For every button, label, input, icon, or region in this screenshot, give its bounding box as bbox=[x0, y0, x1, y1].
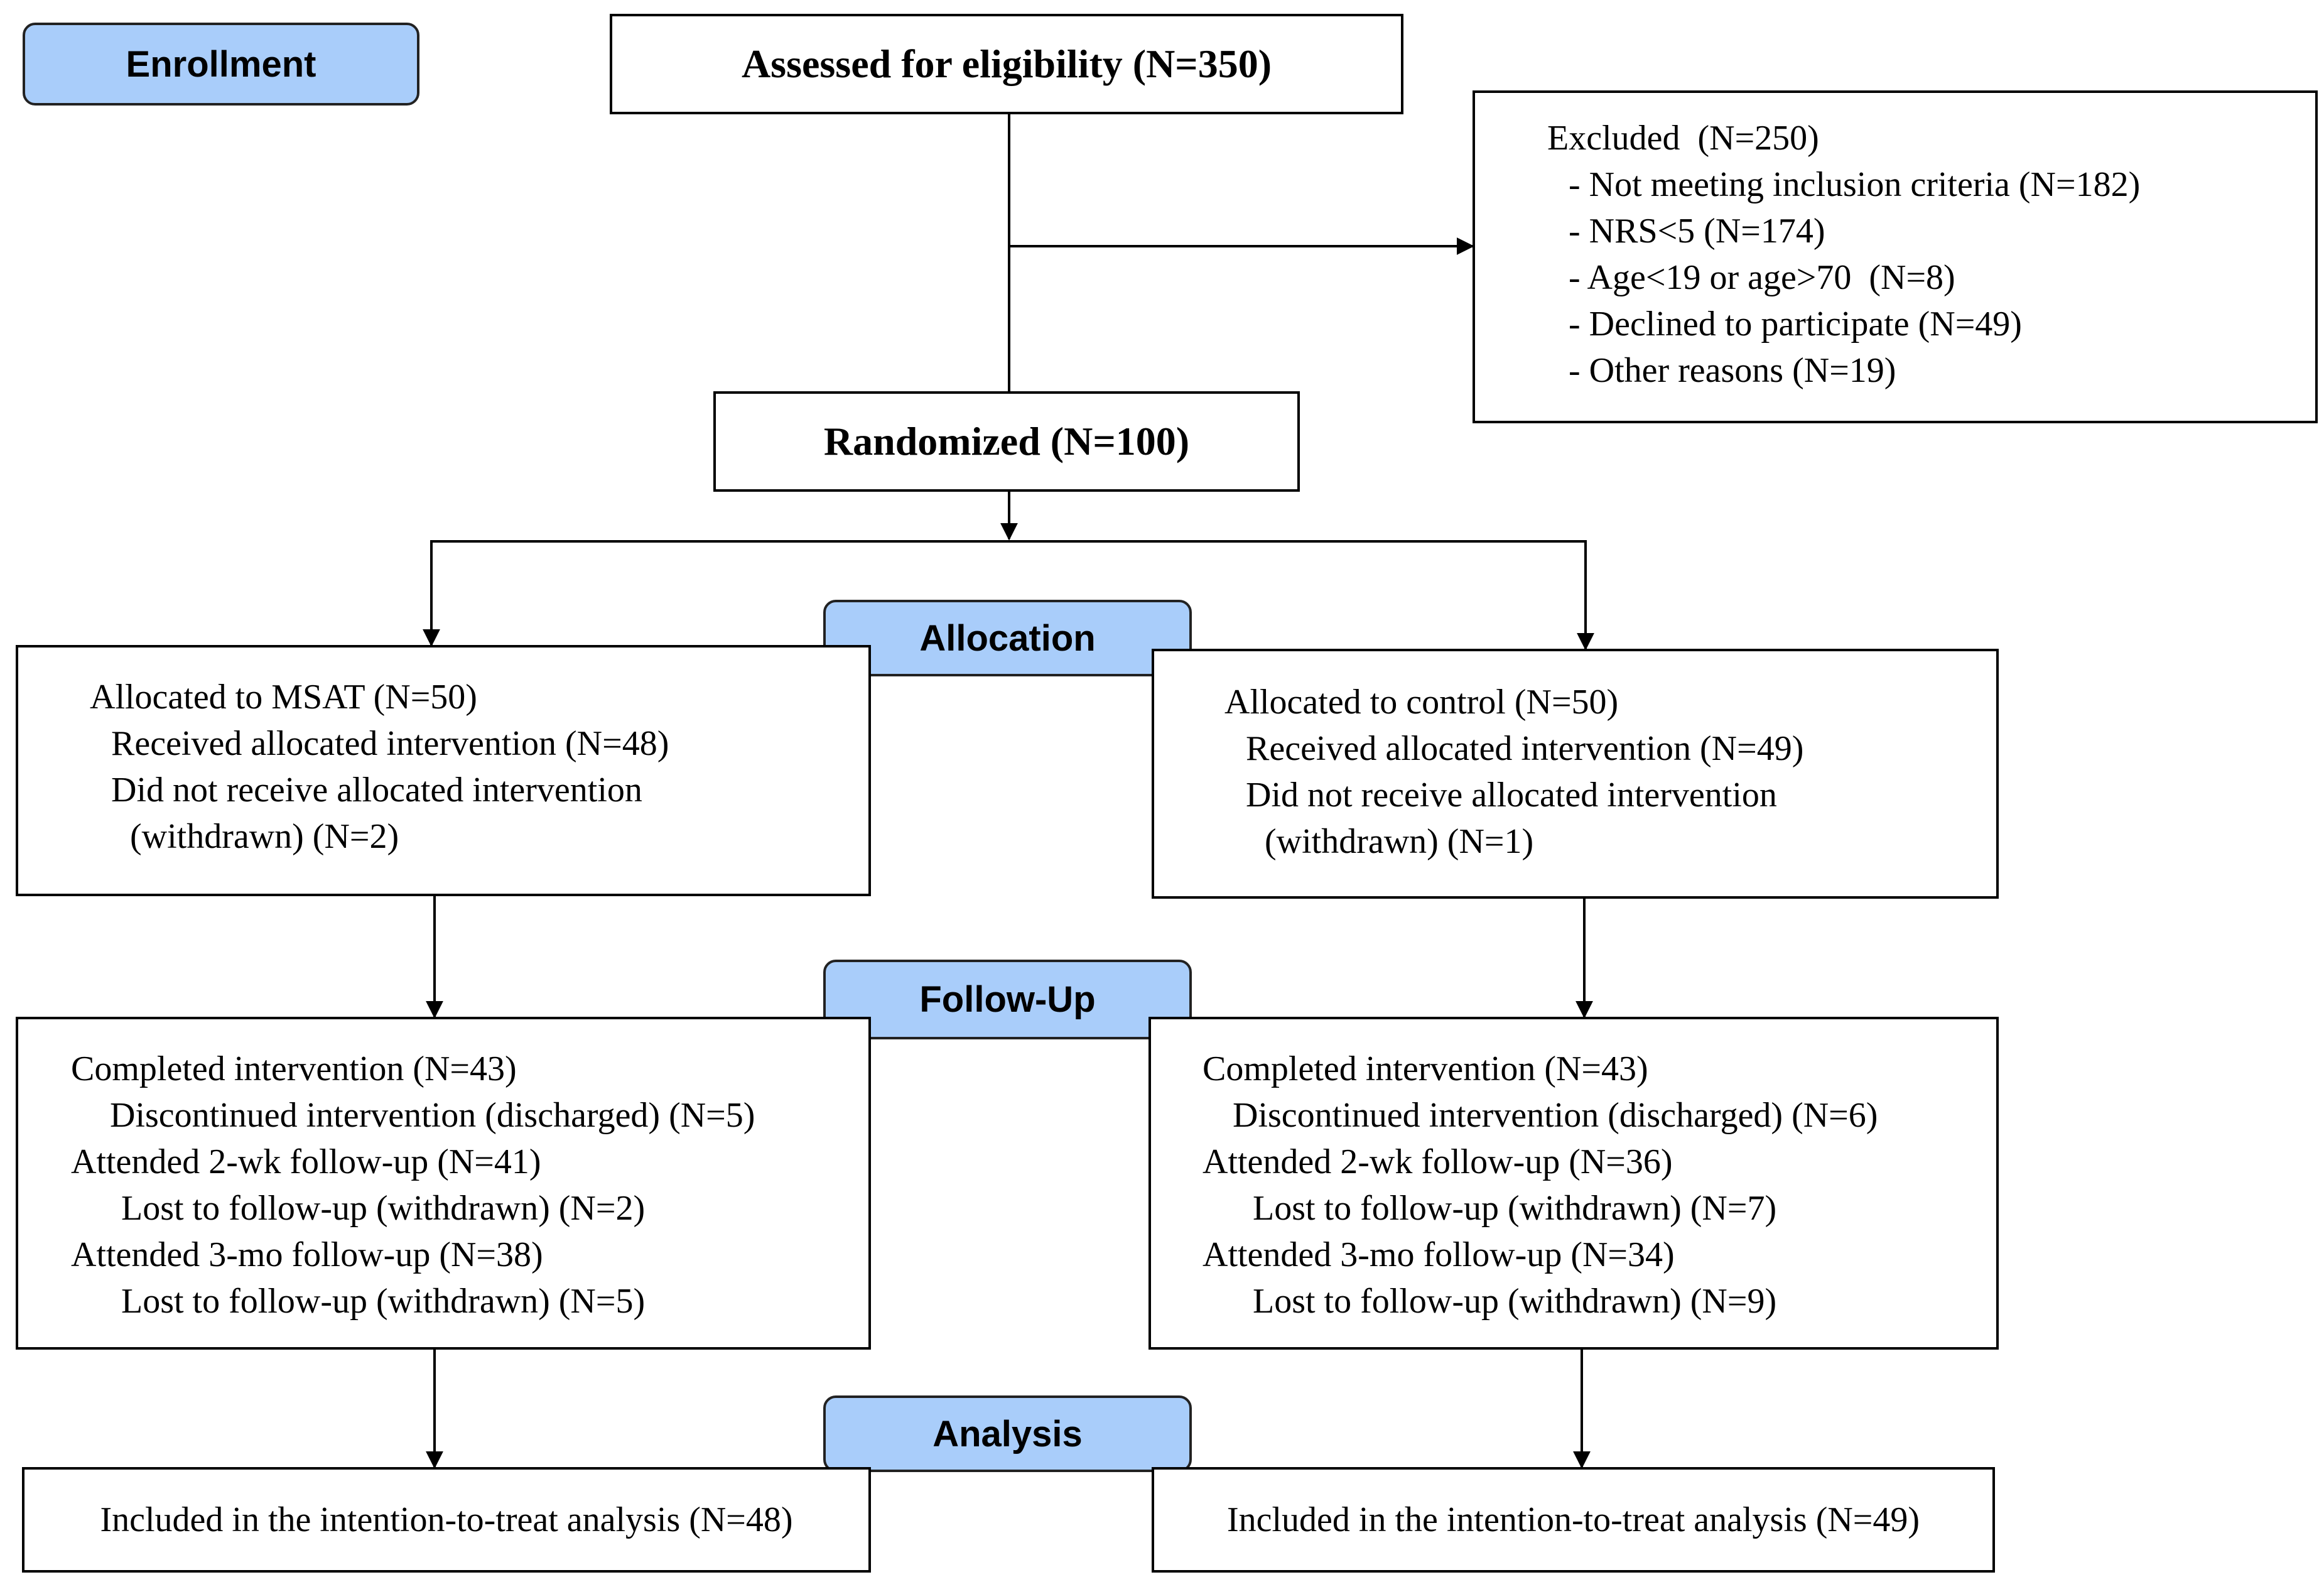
analysis-control-text: Included in the intention-to-treat analy… bbox=[1226, 1500, 1920, 1539]
stage-label-analysis: Analysis bbox=[823, 1395, 1192, 1472]
allocation-msat-box: Allocated to MSAT (N=50) Received alloca… bbox=[16, 645, 871, 896]
assessed-text: Assessed for eligibility (N=350) bbox=[741, 41, 1272, 86]
followup-control-attended-2wk: Attended 2-wk follow-up (N=36) bbox=[1203, 1142, 1673, 1181]
excluded-title: Excluded (N=250) bbox=[1547, 119, 1819, 158]
analysis-control-box: Included in the intention-to-treat analy… bbox=[1152, 1467, 1995, 1573]
randomized-text: Randomized (N=100) bbox=[823, 419, 1190, 463]
followup-msat-lost-2wk: Lost to follow-up (withdrawn) (N=2) bbox=[121, 1189, 646, 1228]
connector-split-right bbox=[1009, 540, 1594, 651]
assessed-box: Assessed for eligibility (N=350) bbox=[610, 14, 1403, 114]
allocation-control-title: Allocated to control (N=50) bbox=[1224, 683, 1619, 722]
excluded-item: - NRS<5 (N=174) bbox=[1569, 212, 1825, 251]
excluded-item: - Declined to participate (N=49) bbox=[1569, 305, 2022, 344]
allocation-msat-title: Allocated to MSAT (N=50) bbox=[90, 678, 477, 717]
followup-msat-completed: Completed intervention (N=43) bbox=[71, 1049, 517, 1088]
excluded-item: - Not meeting inclusion criteria (N=182) bbox=[1569, 165, 2141, 204]
followup-msat-discontinued: Discontinued intervention (discharged) (… bbox=[110, 1096, 755, 1135]
allocation-control-withdrawn: (withdrawn) (N=1) bbox=[1265, 822, 1534, 861]
excluded-item: - Other reasons (N=19) bbox=[1569, 351, 1896, 390]
followup-control-discontinued: Discontinued intervention (discharged) (… bbox=[1233, 1096, 1878, 1135]
followup-msat-box: Completed intervention (N=43) Discontinu… bbox=[16, 1017, 871, 1350]
followup-control-lost-3mo: Lost to follow-up (withdrawn) (N=9) bbox=[1253, 1282, 1777, 1321]
allocation-control-not-received: Did not receive allocated intervention bbox=[1246, 776, 1777, 815]
stage-label-followup: Follow-Up bbox=[823, 960, 1192, 1039]
connector-split-left bbox=[423, 540, 1009, 647]
followup-msat-attended-3mo: Attended 3-mo follow-up (N=38) bbox=[71, 1235, 543, 1274]
allocation-msat-not-received: Did not receive allocated intervention bbox=[111, 771, 642, 810]
allocation-msat-withdrawn: (withdrawn) (N=2) bbox=[130, 817, 399, 856]
followup-control-box: Completed intervention (N=43) Discontinu… bbox=[1148, 1017, 1999, 1350]
followup-msat-lost-3mo: Lost to follow-up (withdrawn) (N=5) bbox=[121, 1282, 646, 1321]
analysis-msat-box: Included in the intention-to-treat analy… bbox=[22, 1467, 871, 1573]
stage-label-allocation: Allocation bbox=[823, 600, 1192, 676]
followup-control-lost-2wk: Lost to follow-up (withdrawn) (N=7) bbox=[1253, 1189, 1777, 1228]
stage-label-enrollment: Enrollment bbox=[23, 23, 419, 106]
excluded-box: Excluded (N=250) - Not meeting inclusion… bbox=[1473, 90, 2318, 423]
allocation-control-box: Allocated to control (N=50) Received all… bbox=[1152, 649, 1999, 899]
followup-control-completed: Completed intervention (N=43) bbox=[1203, 1049, 1648, 1088]
randomized-box: Randomized (N=100) bbox=[713, 391, 1300, 492]
allocation-control-received: Received allocated intervention (N=49) bbox=[1246, 729, 1804, 768]
followup-control-attended-3mo: Attended 3-mo follow-up (N=34) bbox=[1203, 1235, 1675, 1274]
analysis-msat-text: Included in the intention-to-treat analy… bbox=[100, 1500, 793, 1539]
allocation-msat-received: Received allocated intervention (N=48) bbox=[111, 724, 669, 763]
excluded-item: - Age<19 or age>70 (N=8) bbox=[1569, 258, 1955, 297]
followup-msat-attended-2wk: Attended 2-wk follow-up (N=41) bbox=[71, 1142, 541, 1181]
